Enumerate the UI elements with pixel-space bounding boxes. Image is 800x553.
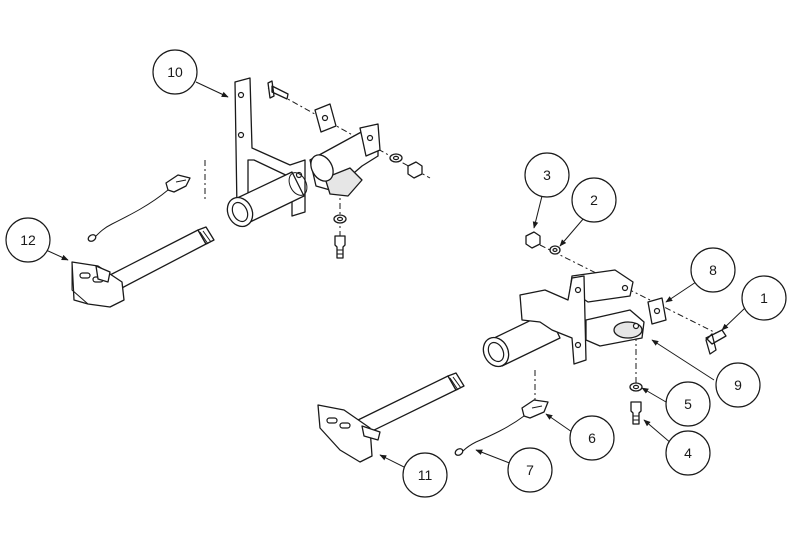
callout-11: 11: [402, 452, 448, 498]
callout-9-label: 9: [734, 377, 742, 393]
left-lanyard-cable: [95, 189, 169, 237]
leader-2: [559, 217, 585, 247]
callout-12-label: 12: [20, 232, 36, 248]
callout-1: 1: [741, 275, 787, 321]
right-carriage-bolt: [705, 329, 727, 355]
right-lanyard-clip: [521, 399, 549, 419]
callout-5: 5: [665, 381, 711, 427]
callout-7-label: 7: [526, 462, 534, 478]
leader-3: [532, 195, 543, 229]
leader-6: [545, 413, 573, 433]
callout-4: 4: [665, 430, 711, 476]
leader-1: [721, 307, 746, 331]
leader-10: [195, 81, 229, 98]
callout-8-label: 8: [709, 262, 717, 278]
callout-10: 10: [152, 49, 198, 95]
callout-6-label: 6: [588, 430, 596, 446]
leader-12: [45, 249, 69, 261]
left-lanyard-clip: [165, 174, 191, 193]
left-bracket-assembly: [87, 77, 431, 259]
callout-2-label: 2: [590, 192, 598, 208]
callout-2: 2: [571, 177, 617, 223]
left-nut: [407, 161, 423, 179]
callout-6: 6: [569, 415, 615, 461]
callout-11-label: 11: [418, 467, 433, 483]
leader-5: [641, 387, 667, 403]
right-lanyard-cable: [462, 415, 525, 452]
leader-4: [643, 419, 673, 445]
callout-10-label: 10: [167, 64, 183, 80]
left-carriage-bolt: [267, 80, 289, 100]
right-hex-bolt: [630, 401, 642, 425]
callout-4-label: 4: [684, 445, 692, 461]
callout-1-label: 1: [760, 290, 768, 306]
callout-3: 3: [524, 152, 570, 198]
left-hex-bolt: [334, 235, 346, 259]
callout-7: 7: [507, 447, 553, 493]
callout-5-label: 5: [684, 396, 692, 412]
right-bracket-side-plate: [519, 275, 587, 365]
pin-11: [317, 372, 465, 463]
leader-7: [475, 449, 513, 465]
pin-12: [71, 226, 215, 308]
callout-3-label: 3: [543, 167, 551, 183]
pin-11-shaft: [357, 375, 457, 435]
pin-12-shaft: [109, 229, 207, 291]
callout-12: 12: [5, 217, 51, 263]
right-nut: [525, 231, 541, 249]
leader-8: [665, 281, 697, 303]
callout-8: 8: [690, 247, 736, 293]
leader-9: [651, 339, 715, 381]
right-bracket-assembly: [454, 231, 727, 456]
callout-9: 9: [715, 362, 761, 408]
leader-lines: [45, 81, 746, 471]
